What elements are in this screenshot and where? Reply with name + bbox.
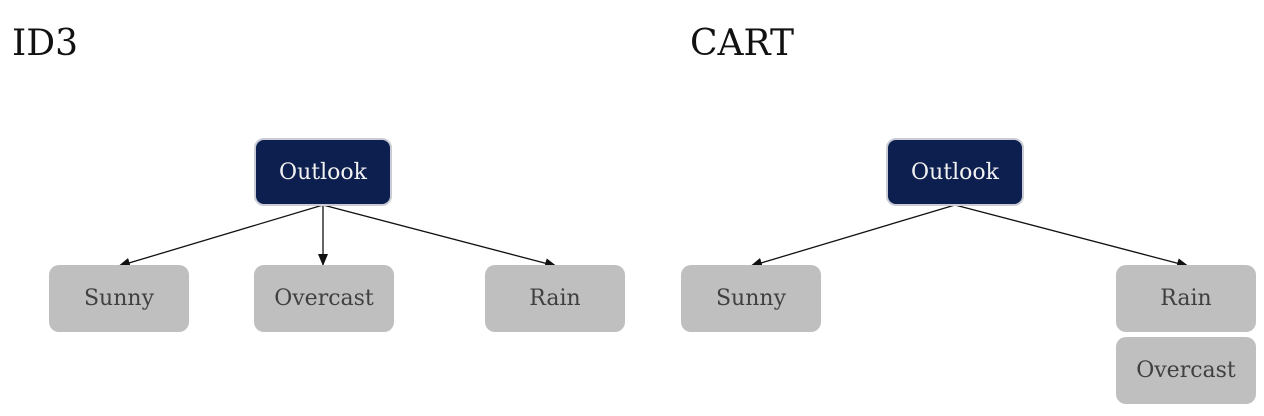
cart-edge-sunny [750,204,956,268]
id3-root-label: Outlook [279,159,367,185]
id3-root-node: Outlook [254,138,392,206]
id3-title: ID3 [12,23,78,64]
cart-root-label: Outlook [911,159,999,185]
id3-edge-sunny [118,204,324,268]
cart-title: CART [690,23,795,64]
cart-leaf-overcast: Overcast [1116,337,1256,404]
cart-leaf-rain: Rain [1116,265,1256,332]
cart-leaf-sunny-label: Sunny [715,286,786,311]
id3-leaf-sunny-label: Sunny [83,286,154,311]
id3-leaf-sunny: Sunny [49,265,189,332]
id3-leaf-overcast: Overcast [254,265,394,332]
cart-leaf-sunny: Sunny [681,265,821,332]
cart-leaf-overcast-label: Overcast [1136,358,1236,383]
cart-root-node: Outlook [886,138,1024,206]
id3-leaf-rain: Rain [485,265,625,332]
id3-leaf-rain-label: Rain [529,286,581,311]
id3-leaf-overcast-label: Overcast [274,286,374,311]
cart-leaf-rain-label: Rain [1160,286,1212,311]
cart-edge-rain [954,204,1189,269]
id3-edge-rain [322,204,557,269]
